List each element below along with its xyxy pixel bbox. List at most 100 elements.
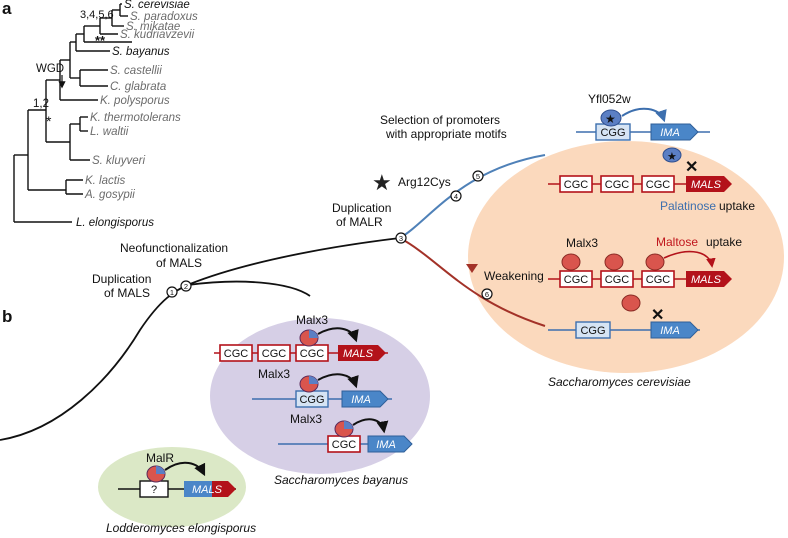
tree-mark-12: 1,2 bbox=[33, 98, 49, 110]
svg-text:MALS: MALS bbox=[192, 484, 223, 496]
svg-text:MALS: MALS bbox=[691, 274, 722, 286]
mals-gene-2 bbox=[686, 271, 732, 287]
ima-gene-4 bbox=[367, 435, 413, 453]
svg-text:4: 4 bbox=[454, 192, 458, 201]
species-s-kluyveri: S. kluyveri bbox=[92, 155, 145, 167]
svg-text:1: 1 bbox=[170, 288, 174, 297]
malx3-protein-c1 bbox=[561, 253, 581, 271]
svg-text:6: 6 bbox=[485, 290, 489, 299]
panel-label-a: a bbox=[2, 0, 12, 18]
svg-text:?: ? bbox=[151, 484, 157, 496]
cgc-box-c6 bbox=[641, 270, 675, 288]
palatinose-label: Palatinose bbox=[660, 199, 716, 213]
svg-text:CGG: CGG bbox=[580, 325, 605, 337]
caption-bayanus: Saccharomyces bayanus bbox=[274, 473, 408, 487]
malr-protein bbox=[146, 465, 166, 483]
cerevisiae-ellipse bbox=[468, 141, 784, 373]
activation-arrow-b1 bbox=[317, 327, 359, 343]
palatinose-uptake-label: uptake bbox=[719, 199, 755, 213]
tree-mark-star: * bbox=[46, 113, 52, 129]
phylogenetic-tree bbox=[13, 3, 132, 223]
svg-text:CGC: CGC bbox=[646, 274, 671, 286]
species-s-paradoxus: S. paradoxus bbox=[130, 11, 198, 23]
label-neofunctionalization-1: Neofunctionalization bbox=[120, 241, 228, 255]
label-selection-1: Selection of promoters bbox=[380, 113, 500, 127]
activation-arrow-b2 bbox=[317, 373, 359, 389]
cgc-box-c2 bbox=[600, 175, 634, 193]
factor-malx3-c: Malx3 bbox=[566, 236, 598, 250]
panel-label-b: b bbox=[2, 307, 12, 326]
star-icon-yfl: ★ bbox=[605, 112, 616, 126]
svg-text:2: 2 bbox=[184, 282, 188, 291]
malx3-protein-c2 bbox=[604, 253, 624, 271]
label-neofunctionalization-2: of MALS bbox=[156, 256, 202, 270]
svg-text:CGC: CGC bbox=[564, 274, 589, 286]
label-duplication-mals-1: Duplication bbox=[92, 272, 151, 286]
tree-mark-wgd: WGD bbox=[36, 63, 64, 75]
svg-text:3: 3 bbox=[399, 234, 403, 243]
factor-malx3-b1: Malx3 bbox=[296, 313, 328, 327]
svg-text:MALS: MALS bbox=[343, 348, 374, 360]
ima-gene-3 bbox=[341, 390, 389, 408]
svg-text:IMA: IMA bbox=[376, 439, 396, 451]
svg-text:CGC: CGC bbox=[224, 348, 249, 360]
species-s-castellii: S. castellii bbox=[110, 65, 162, 77]
label-weakening: Weakening bbox=[484, 269, 544, 283]
yfl052w-protein bbox=[600, 109, 622, 127]
malx3-protein-b1 bbox=[299, 329, 319, 347]
maltose-uptake-label: uptake bbox=[706, 235, 742, 249]
cgc-box-b1 bbox=[219, 344, 253, 362]
svg-text:CGC: CGC bbox=[605, 179, 630, 191]
malx3-protein-c3 bbox=[645, 253, 665, 271]
label-arg12cys: Arg12Cys bbox=[398, 175, 451, 189]
mals-gene-1 bbox=[686, 176, 732, 192]
species-k-polysporus: K. polysporus bbox=[100, 95, 170, 107]
caption-lodderomyces: Lodderomyces elongisporus bbox=[106, 521, 256, 535]
svg-text:CGG: CGG bbox=[600, 127, 625, 139]
factor-malx3-b3: Malx3 bbox=[290, 412, 322, 426]
cgc-box-c4 bbox=[559, 270, 593, 288]
species-k-thermotolerans: K. thermotolerans bbox=[90, 112, 181, 124]
activation-arrow-l bbox=[164, 461, 206, 477]
event-nodes: 1 2 3 4 5 6 bbox=[166, 170, 493, 300]
mals-gene-4 bbox=[184, 481, 236, 497]
svg-text:IMA: IMA bbox=[351, 394, 371, 406]
cgc-box-c3 bbox=[641, 175, 675, 193]
svg-text:CGC: CGC bbox=[300, 348, 325, 360]
species-s-kudriavzevii: S. kudriavzevii bbox=[120, 29, 195, 41]
tree-mark-3456: 3,4,5,6 bbox=[80, 9, 114, 21]
yfl052w-protein-2 bbox=[662, 147, 682, 163]
svg-text:IMA: IMA bbox=[660, 325, 680, 337]
mals-gene-3 bbox=[338, 345, 386, 361]
cgc-box-c1 bbox=[559, 175, 593, 193]
star-icon: ★ bbox=[372, 170, 392, 195]
activation-arrow-yfl bbox=[621, 107, 667, 123]
svg-text:CGC: CGC bbox=[605, 274, 630, 286]
species-s-cerevisiae: S. cerevisiae bbox=[124, 0, 190, 11]
trajectory-red-branch bbox=[399, 237, 546, 327]
species-l-waltii: L. waltii bbox=[90, 126, 129, 138]
svg-text:MALS: MALS bbox=[691, 179, 722, 191]
star-icon-yfl-2: ★ bbox=[667, 151, 677, 163]
species-c-glabrata: C. glabrata bbox=[110, 81, 166, 93]
tree-mark-double-star: ** bbox=[95, 33, 106, 48]
maltose-label: Maltose bbox=[656, 235, 698, 249]
svg-text:CGC: CGC bbox=[332, 439, 357, 451]
label-selection-2: with appropriate motifs bbox=[385, 127, 507, 141]
species-a-gosypii: A. gosypii bbox=[84, 189, 135, 201]
factor-yfl052w: Yfl052w bbox=[588, 92, 631, 106]
svg-text:CGG: CGG bbox=[299, 394, 324, 406]
svg-text:CGC: CGC bbox=[262, 348, 287, 360]
svg-text:5: 5 bbox=[476, 172, 480, 181]
label-duplication-malr-1: Duplication bbox=[332, 201, 391, 215]
cross-icon-2: ✕ bbox=[651, 307, 664, 324]
factor-malr: MalR bbox=[146, 451, 174, 465]
label-duplication-mals-2: of MALS bbox=[104, 286, 150, 300]
lodderomyces-ellipse bbox=[98, 447, 246, 527]
label-duplication-malr-2: of MALR bbox=[336, 215, 383, 229]
svg-text:CGC: CGC bbox=[564, 179, 589, 191]
species-k-lactis: K. lactis bbox=[85, 175, 126, 187]
cross-icon-1: ✕ bbox=[685, 159, 698, 176]
factor-malx3-b2: Malx3 bbox=[258, 367, 290, 381]
